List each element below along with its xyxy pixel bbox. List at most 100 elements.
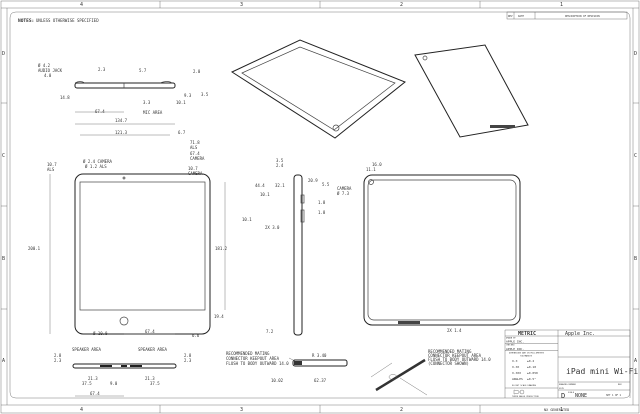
dim: 6.6 [192, 333, 200, 338]
dim: 3.5 [276, 158, 284, 163]
revision-block: REV DATE DESCRIPTION OF REVISION [506, 11, 628, 20]
connector-keepout: RECOMMENDED MATING CONNECTOR KEEPOUT ARE… [226, 351, 348, 383]
dim: 71.8 [190, 140, 200, 145]
rev-header: REV [508, 14, 513, 18]
dim: 11.1 [366, 167, 376, 172]
zone-row-a: A [2, 358, 5, 364]
tol-value: ±0.2 [527, 359, 534, 363]
dim: 5.7 [139, 68, 147, 73]
zone-col-3-bottom: 3 [240, 407, 243, 413]
zone-col-4: 4 [80, 2, 83, 8]
side-view: 3.5 2.4 44.4 32.1 20.9 5.5 10.1 1.8 1.8 … [242, 158, 330, 336]
dim: 4.0 [44, 73, 52, 78]
rear-camera [368, 179, 374, 185]
dim: 2.8 [54, 353, 62, 358]
zone-row-a-right: A [634, 358, 637, 364]
home-button [119, 316, 129, 326]
zone-row-d: D [2, 51, 5, 57]
dim: 32.1 [275, 183, 285, 188]
dim: 10.1 [242, 217, 252, 222]
dim: 44.4 [255, 183, 265, 188]
dim: 3.5 [201, 92, 209, 97]
projection-label: THIRD ANGLE PROJECTION [512, 395, 539, 398]
zone-col-1: 1 [560, 2, 563, 8]
top-edge-view: Ø 4.2 AUDIO JACK 4.0 2.3 5.7 2.0 14.8 3.… [38, 63, 209, 115]
title-block: METRIC Apple Inc. DRAWN BY APPLE INC. CH… [504, 329, 638, 412]
dim: 21.3 [145, 376, 155, 381]
dim: 67.4 [190, 151, 200, 156]
dim: 14.8 [60, 95, 70, 100]
dim: 1.8 [318, 200, 326, 205]
drawing-number-label: DRAWING NUMBER [559, 383, 577, 386]
dim: 62.37 [314, 378, 327, 383]
drawing-title: iPad mini Wi-Fi [566, 367, 638, 376]
dim: 10.1 [176, 100, 186, 105]
connector-detail-note: CONNECTOR KEEPOUT AREA [428, 353, 482, 358]
dim: 2.4 [276, 163, 284, 168]
zone-row-b-right: B [634, 256, 637, 262]
dim: ALS [190, 145, 198, 150]
dim: 2.3 [98, 67, 106, 72]
dim: 2.3 [184, 358, 192, 363]
dim: 10.7 [188, 166, 198, 171]
dim: 121.3 [115, 130, 128, 135]
dim: 67.4 [90, 391, 100, 396]
zone-row-d-right: D [634, 51, 637, 57]
connector-note: FLUSH TO BODY OUTWARD 14.0 [226, 361, 289, 366]
tol-value: ±0.5° [527, 377, 536, 381]
perspective-front [230, 39, 406, 139]
connector-detail: RECOMMENDED MATING CONNECTOR KEEPOUT ARE… [370, 349, 491, 396]
dim-height: 200.1 [28, 246, 41, 251]
tol-value: ±0.050 [527, 371, 538, 375]
zone-row-c-right: C [634, 153, 637, 159]
zone-col-2: 2 [400, 2, 403, 8]
zone-col-1-bottom: 1 [560, 407, 563, 413]
drawn-label: DRAWN BY [506, 336, 516, 339]
dim: CAMERA [190, 156, 205, 161]
dim-width: 134.7 [115, 118, 128, 123]
rear-camera-label: CAMERA [337, 186, 352, 191]
dim-audio-dia: Ø 4.2 [38, 63, 51, 68]
speaker-area-right: SPEAKER AREA [138, 347, 167, 352]
desc-header: DESCRIPTION OF REVISION [565, 14, 600, 18]
nx-generated: NX GENERATED [544, 408, 569, 412]
dim: 3.3 [143, 100, 151, 105]
front-camera-label: Ø 2.4 CAMERA [83, 159, 112, 164]
connector-note: RECOMMENDED MATING [226, 351, 270, 356]
dim: 2.0 [193, 69, 201, 74]
mic-area-label: MIC AREA [143, 110, 163, 115]
back-view: 16.0 11.1 CAMERA Ø 7.3 2X 1.4 [337, 162, 521, 333]
date-header: DATE [518, 14, 525, 18]
tol-key: ANGLES [512, 377, 523, 381]
perspective-back [414, 44, 529, 138]
company-name: Apple Inc. [565, 331, 595, 337]
dim: 19.4 [214, 314, 224, 319]
connector-detail-note: FLUSH TO BODY OUTWARD 14.0 [428, 357, 491, 362]
checked-label: CHECKED [506, 345, 515, 347]
dim: 181.2 [215, 246, 228, 251]
dim: R 3.40 [312, 353, 327, 358]
back-speakers [398, 321, 420, 324]
connector-note: CONNECTOR KEEPOUT AREA [226, 356, 280, 361]
dim: 67.4 [145, 329, 155, 334]
dim: 9.0 [110, 381, 118, 386]
notes-text: UNLESS OTHERWISE SPECIFIED [36, 18, 99, 23]
speaker-right [130, 365, 142, 367]
dim: 10.1 [260, 192, 270, 197]
tol-key: X.XXX [512, 371, 521, 375]
dims-note: DIMENSIONS ARE IN MILLIMETERS [509, 351, 545, 354]
dim: 37.5 [150, 381, 160, 386]
dim: 7.2 [266, 329, 274, 334]
als-label: Ø 1.2 ALS [85, 164, 107, 169]
sheet-number: SHT 1 OF 1 [606, 393, 622, 397]
notes-label: NOTES: [18, 18, 34, 24]
audio-jack-label: AUDIO JACK [38, 68, 63, 73]
zone-row-b: B [2, 256, 5, 262]
dim: ALS [47, 167, 55, 172]
tolerances-label: TOLERANCES [520, 354, 533, 357]
scale-value: NONE [575, 393, 587, 399]
dim: 10.02 [271, 378, 284, 383]
rear-camera-dia: Ø 7.3 [337, 191, 350, 196]
dim: 21.3 [88, 376, 98, 381]
